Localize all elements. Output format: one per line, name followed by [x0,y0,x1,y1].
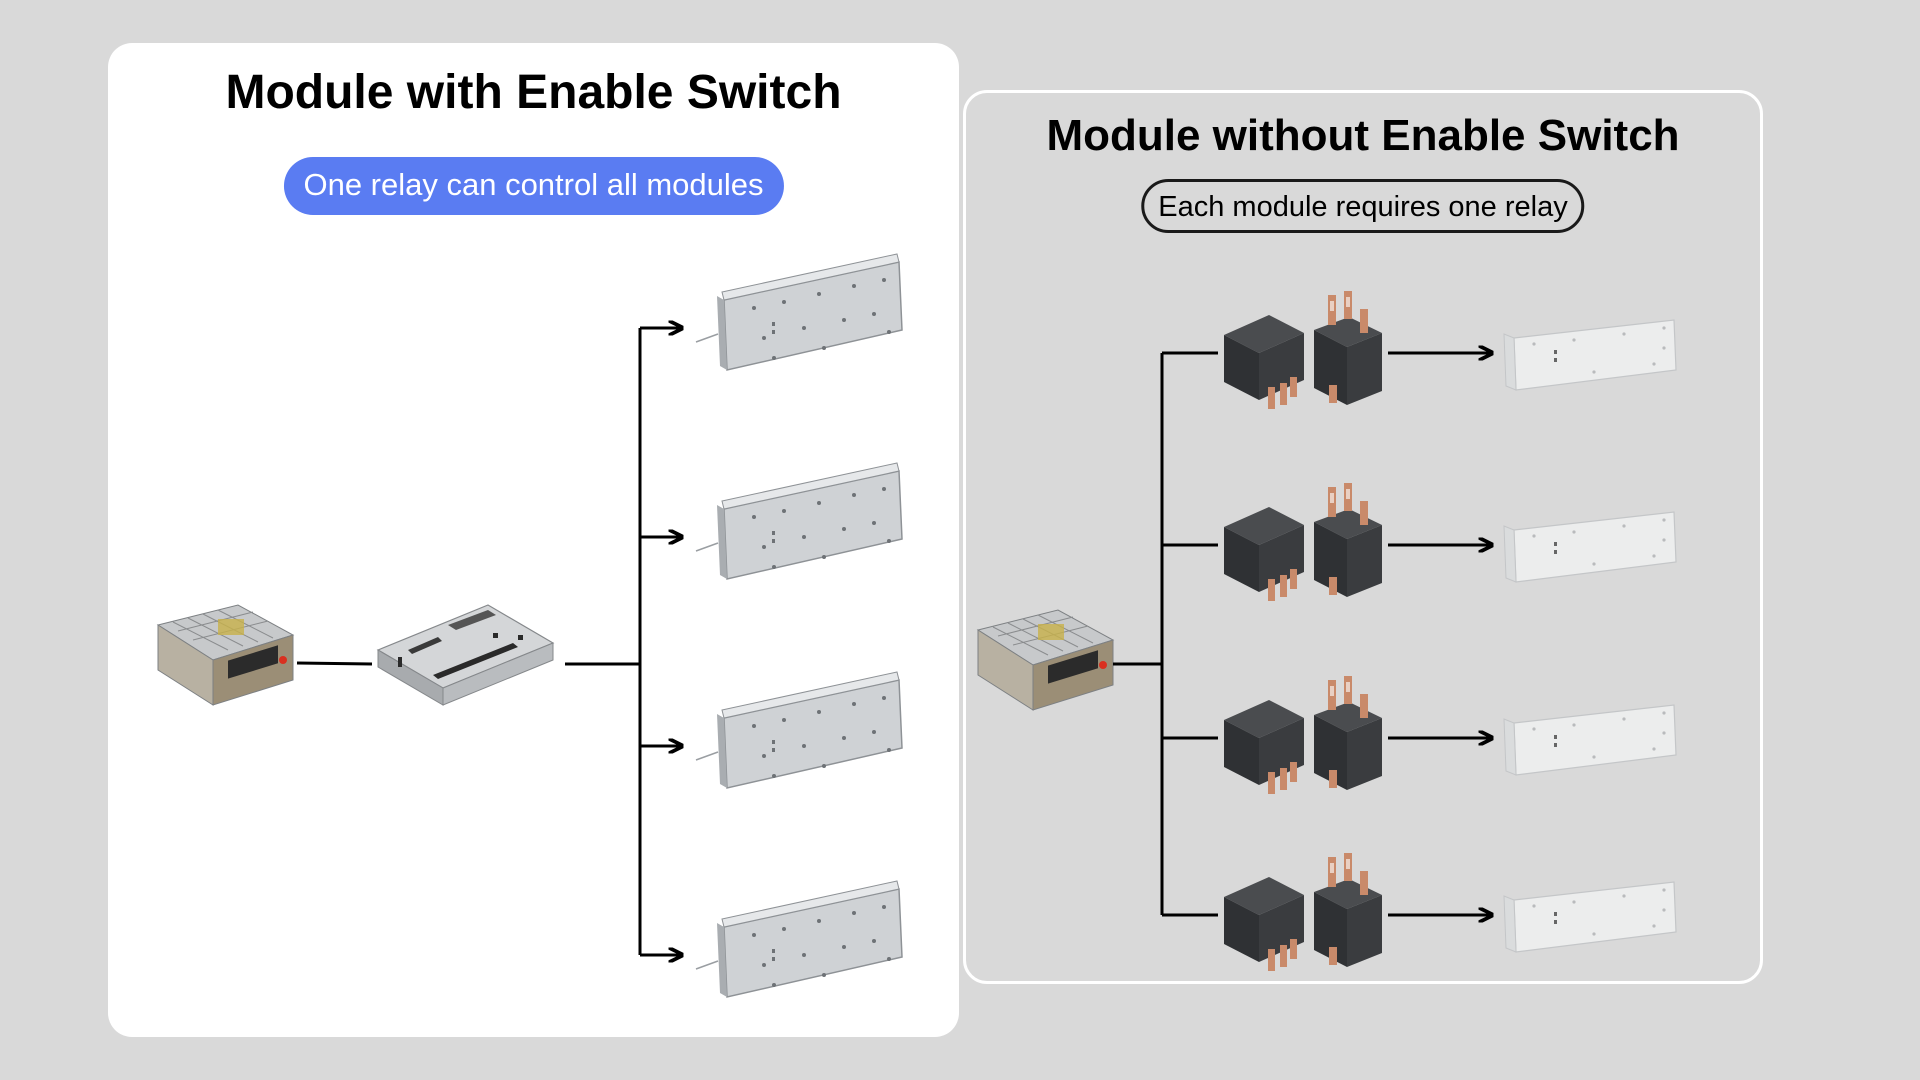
panel-title: Module without Enable Switch [1046,111,1680,160]
panel-title: Module with Enable Switch [225,66,842,119]
rf-module-image [695,671,903,789]
automotive-relay-image [1224,676,1382,794]
rf-module-image [695,253,903,371]
badge-each-relay: Each module requires one relay [1141,179,1585,233]
relay-module-image [377,604,554,706]
rf-module-image [695,880,903,998]
power-supply-image [157,604,294,706]
rf-module-image [695,462,903,580]
connector-line [296,661,373,666]
rf-module-image [1503,704,1677,776]
rf-module-image [1503,511,1677,583]
badge-one-relay: One relay can control all modules [283,157,784,215]
rf-module-image [1503,319,1677,391]
power-supply-image [977,609,1114,711]
automotive-relay-image [1224,483,1382,601]
rf-module-image [1503,881,1677,953]
automotive-relay-image [1224,291,1382,409]
automotive-relay-image [1224,853,1382,971]
